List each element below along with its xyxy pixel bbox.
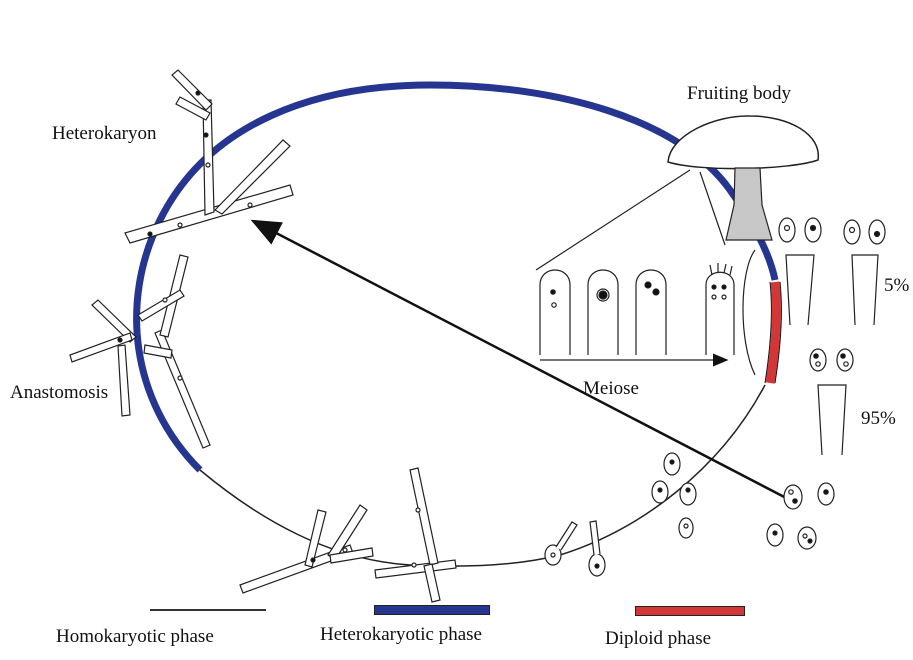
percent-5-label: 5%	[884, 275, 909, 297]
homokaryotic-cycle-path	[200, 385, 765, 566]
homokaryon-hyphae	[240, 468, 456, 602]
spores	[652, 453, 834, 549]
anastomosis-label: Anastomosis	[10, 382, 108, 404]
legend-label-homokaryotic: Homokaryotic phase	[56, 626, 214, 648]
legend-swatch-homokaryotic	[150, 609, 266, 611]
legend-swatch-diploid	[635, 606, 745, 616]
basidia-95pct	[810, 349, 853, 455]
legend-swatch-heterokaryotic	[374, 605, 490, 615]
heterokaryon-hyphae	[125, 70, 293, 243]
fruiting-body-label: Fruiting body	[687, 83, 791, 105]
legend-label-diploid: Diploid phase	[605, 628, 711, 650]
main-arrow	[255, 222, 790, 500]
percent-95-label: 95%	[861, 408, 896, 430]
legend-label-heterokaryotic: Heterokaryotic phase	[320, 624, 482, 646]
mushroom-icon	[668, 116, 818, 240]
heterokaryon-label: Heterokaryon	[52, 123, 156, 145]
meiosis-basidia	[540, 263, 734, 355]
basidia-5pct	[779, 218, 885, 325]
germinating-spores	[545, 521, 605, 576]
meiose-label: Meiose	[583, 378, 639, 400]
